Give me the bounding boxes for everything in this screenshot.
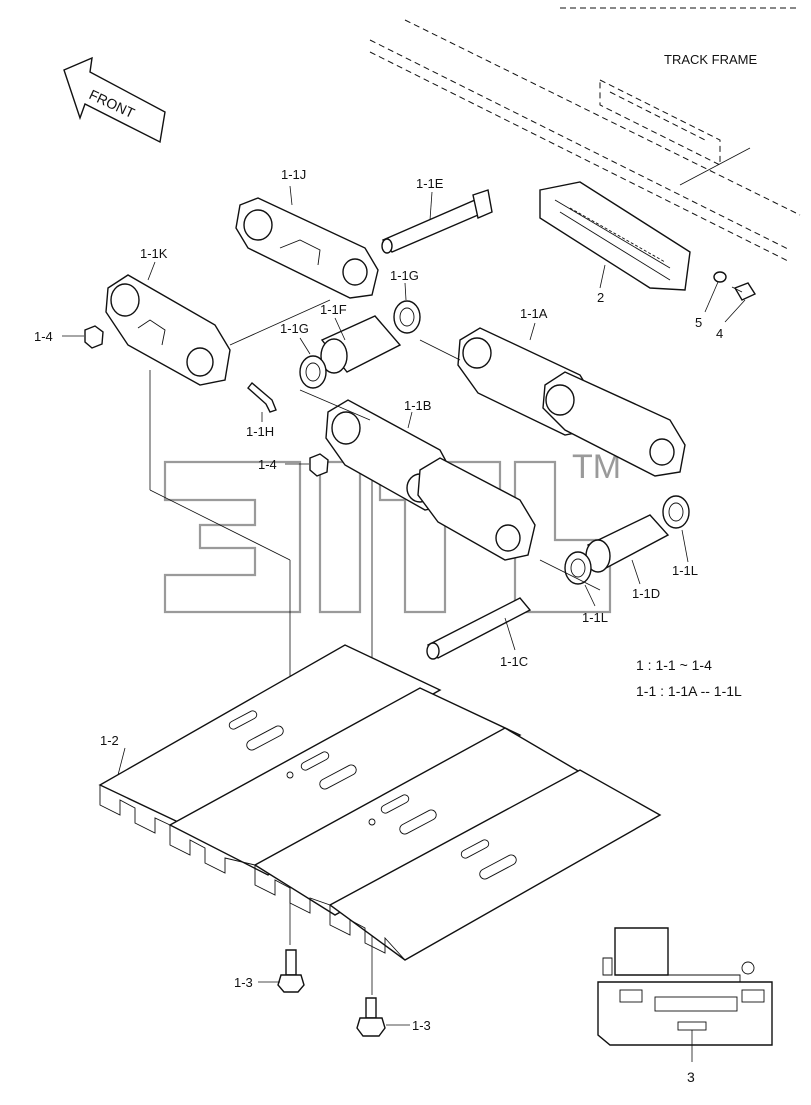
callout-1-1F: 1-1F [320, 302, 347, 317]
link-1-1K: 1-1K [105, 246, 231, 386]
nut-1-4-upper: 1-4 [34, 325, 104, 349]
callout-3: 3 [687, 1069, 695, 1085]
bushing-1-1F: 1-1F [320, 302, 402, 374]
bolt-1-3-right: 1-3 [356, 997, 431, 1037]
callout-1-1G-a: 1-1G [280, 321, 309, 336]
legend-line-1: 1 : 1-1 ~ 1-4 [636, 657, 712, 673]
track-frame-label: TRACK FRAME [664, 52, 758, 67]
callout-1-1G-b: 1-1G [390, 268, 419, 283]
seal-1-1G-right: 1-1G [390, 268, 421, 334]
track-frame: TRACK FRAME [369, 7, 801, 263]
callout-2: 2 [597, 290, 604, 305]
callout-1-1J: 1-1J [281, 167, 306, 182]
seal-1-1L-right: 1-1L [662, 495, 698, 578]
callout-1-1K: 1-1K [140, 246, 168, 261]
callout-1-4-a: 1-4 [34, 329, 53, 344]
callout-1-3-b: 1-3 [412, 1018, 431, 1033]
pin-1-1E: 1-1E [381, 176, 493, 254]
bushing-1-1D: 1-1D [585, 514, 670, 601]
track-shoes-1-2: 1-2 [98, 644, 662, 961]
callout-1-3-a: 1-3 [234, 975, 253, 990]
callout-4: 4 [716, 326, 723, 341]
bolt-1-3-left: 1-3 [234, 949, 305, 993]
legend-line-2: 1-1 : 1-1A -- 1-1L [636, 683, 742, 699]
pin-1-1C: 1-1C [426, 597, 532, 669]
front-arrow: FRONT [63, 56, 166, 144]
callout-5: 5 [695, 315, 702, 330]
callout-1-1B: 1-1B [404, 398, 431, 413]
link-1-1A: 1-1A [457, 306, 686, 477]
callout-1-1E: 1-1E [416, 176, 444, 191]
callout-1-2: 1-2 [100, 733, 119, 748]
pin-1-1H: 1-1H [246, 381, 277, 439]
part-3-box: 3 [597, 927, 773, 1085]
nut-1-4-lower: 1-4 [258, 453, 329, 477]
legend: 1 : 1-1 ~ 1-4 1-1 : 1-1A -- 1-1L [636, 657, 742, 699]
washer-bolt: 5 4 [695, 271, 757, 341]
callout-1-1L-a: 1-1L [582, 610, 608, 625]
callout-1-1H: 1-1H [246, 424, 274, 439]
seal-1-1G-left: 1-1G [280, 321, 327, 389]
link-1-1J: 1-1J [235, 167, 379, 299]
track-guard: 2 [539, 147, 751, 305]
callout-1-4-b: 1-4 [258, 457, 277, 472]
callout-1-1C: 1-1C [500, 654, 528, 669]
link-1-1B: 1-1B [325, 398, 536, 561]
callout-1-1L-b: 1-1L [672, 563, 698, 578]
callout-1-1D: 1-1D [632, 586, 660, 601]
callout-1-1A: 1-1A [520, 306, 548, 321]
